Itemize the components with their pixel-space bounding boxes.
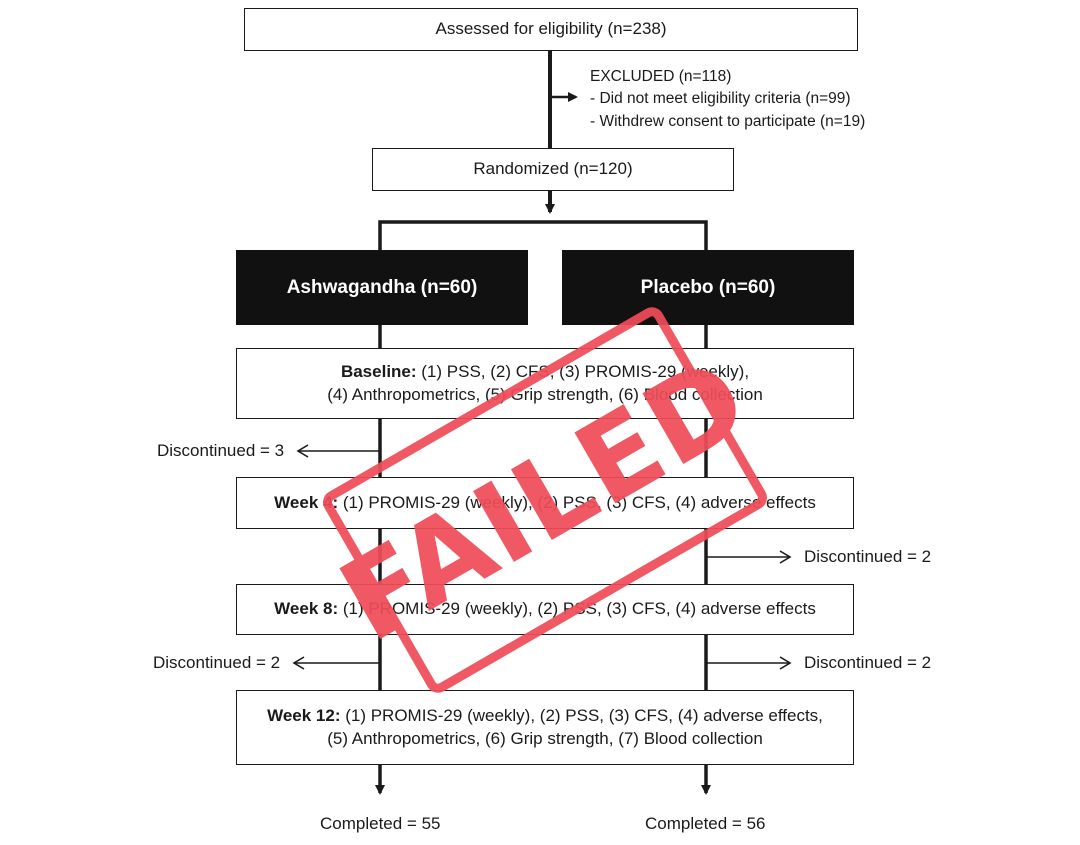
- week12-line-2: (5) Anthropometrics, (6) Grip strength, …: [327, 728, 763, 748]
- arm-box-ashwagandha: Ashwagandha (n=60): [236, 250, 528, 325]
- baseline-label: Baseline:: [340, 361, 417, 381]
- discontinued-right-week4: Discontinued = 2: [804, 547, 932, 566]
- discontinued-left-baseline: Discontinued = 3: [157, 441, 285, 460]
- baseline-box: Baseline: (1) PSS, (2) CFS, (3) PROMIS-2…: [236, 348, 854, 419]
- excluded-note: EXCLUDED (n=118) - Did not meet eligibil…: [590, 66, 865, 133]
- connector-split-bracket: [378, 220, 708, 250]
- excluded-title: EXCLUDED (n=118): [590, 68, 732, 85]
- week8-text: (1) PROMIS-29 (weekly), (2) PSS, (3) CFS…: [338, 599, 816, 619]
- week12-label: Week 12:: [267, 705, 341, 725]
- discontinued-right-week8: Discontinued = 2: [804, 653, 932, 672]
- completed-right: Completed = 56: [645, 814, 766, 833]
- week4-label: Week 4:: [274, 492, 339, 512]
- excluded-reason: - Did not meet eligibility criteria (n=9…: [590, 90, 851, 108]
- baseline-line-2: (4) Anthropometrics, (5) Grip strength, …: [327, 384, 763, 404]
- arm-box-placebo: Placebo (n=60): [562, 250, 854, 325]
- completed-left: Completed = 55: [320, 814, 441, 833]
- week8-box: Week 8: (1) PROMIS-29 (weekly), (2) PSS,…: [236, 584, 854, 635]
- excluded-reason: - Withdrew consent to participate (n=19): [590, 112, 866, 130]
- discontinued-left-week8: Discontinued = 2: [153, 653, 281, 672]
- week8-label: Week 8:: [274, 599, 339, 619]
- week4-box: Week 4: (1) PROMIS-29 (weekly), (2) PSS,…: [236, 477, 854, 529]
- baseline-line-1: (1) PSS, (2) CFS, (3) PROMIS-29 (weekly)…: [416, 361, 750, 381]
- week12-box: Week 12: (1) PROMIS-29 (weekly), (2) PSS…: [236, 690, 854, 765]
- week4-text: (1) PROMIS-29 (weekly), (2) PSS, (3) CFS…: [338, 492, 816, 512]
- randomized-box: Randomized (n=120): [372, 148, 734, 191]
- assessed-box: Assessed for eligibility (n=238): [244, 8, 858, 51]
- week12-line-1: (1) PROMIS-29 (weekly), (2) PSS, (3) CFS…: [340, 705, 823, 725]
